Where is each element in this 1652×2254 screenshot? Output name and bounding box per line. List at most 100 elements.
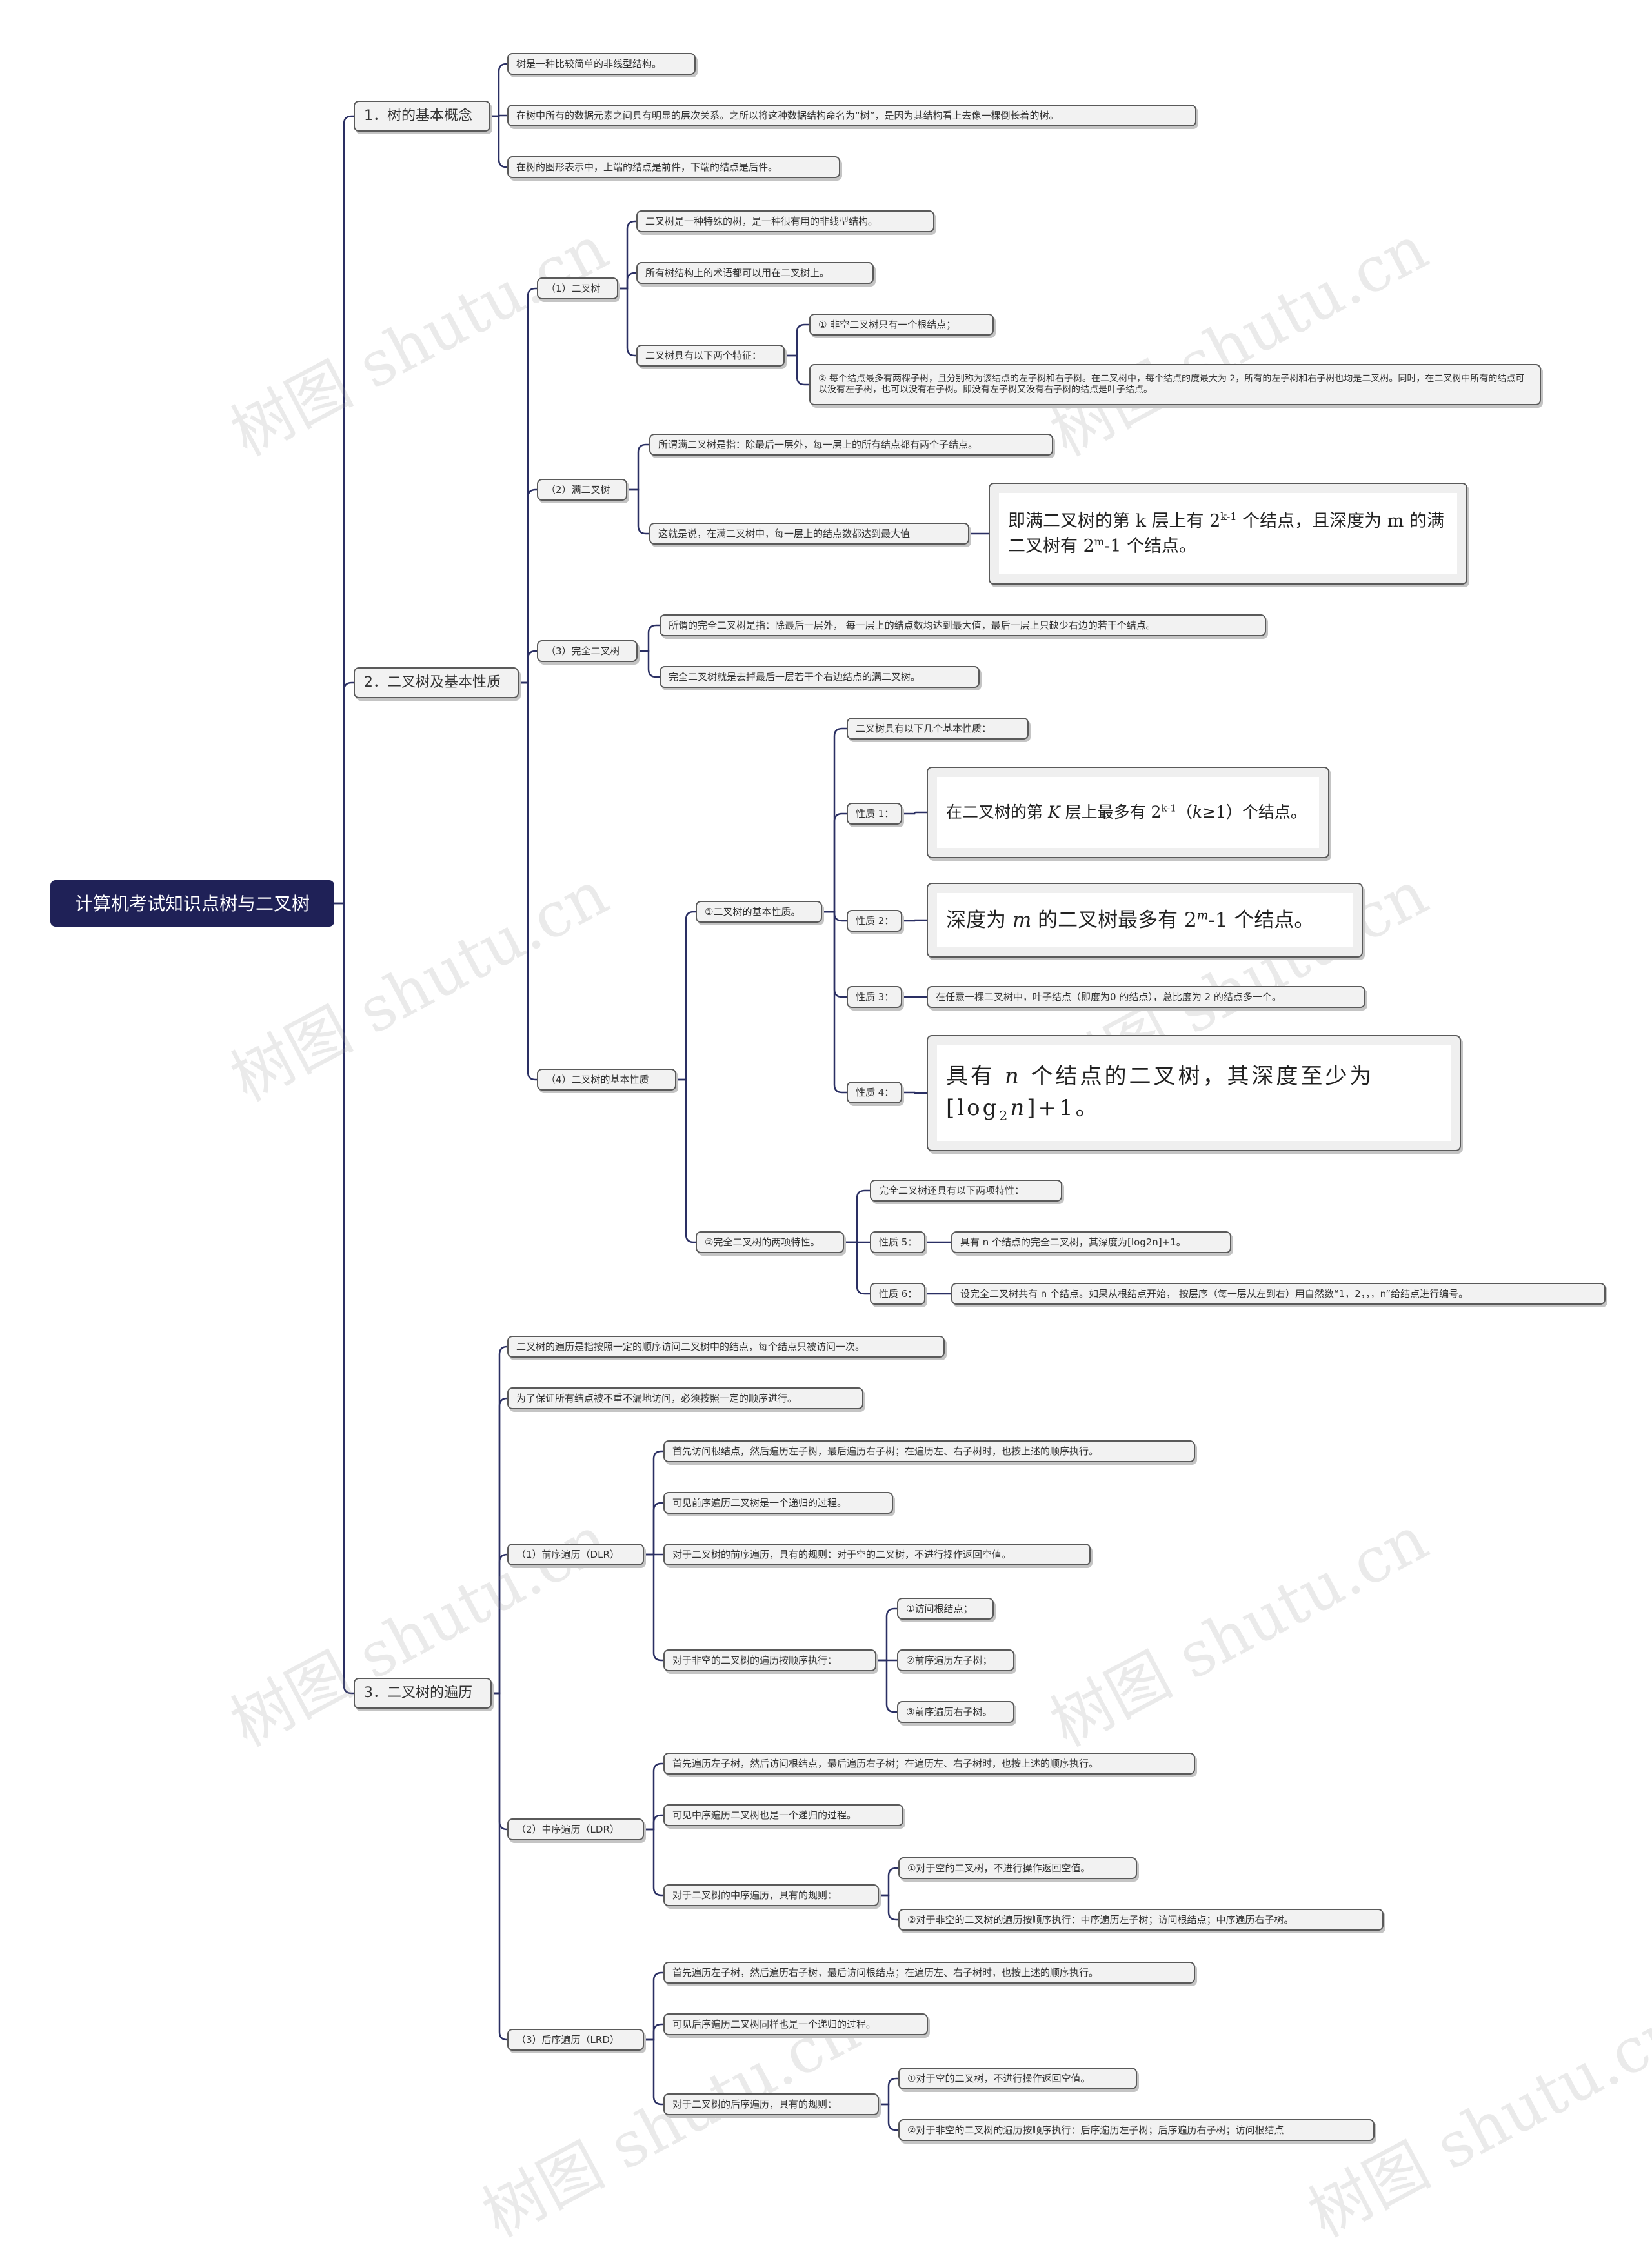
connector-line: [644, 2038, 663, 2106]
topic-node[interactable]: 完全二叉树还具有以下两项特性：: [870, 1180, 1062, 1202]
connector-line: [644, 1828, 663, 1897]
connector-line: [902, 1091, 927, 1094]
subtopic-preorder[interactable]: （1）前序遍历（DLR）: [507, 1544, 644, 1565]
connector-line: [492, 1397, 508, 1695]
connector-line: [879, 2103, 898, 2131]
topic-node[interactable]: 对于二叉树的后序遍历，具有的规则：: [663, 2093, 879, 2115]
connector-line: [490, 115, 507, 168]
formula-exponent: m: [1196, 909, 1209, 923]
connector-line: [785, 323, 809, 357]
connector-line: [519, 287, 537, 684]
formula-text: -1 个结点。: [1208, 908, 1315, 932]
subtopic-postorder[interactable]: （3）后序遍历（LRD）: [507, 2029, 644, 2051]
topic-node[interactable]: ③前序遍历右子树。: [897, 1701, 1014, 1723]
topic-node[interactable]: ②对于非空的二叉树的遍历按顺序执行：后序遍历左子树；后序遍历右子树；访问根结点: [898, 2119, 1375, 2141]
topic-node[interactable]: 具有 n 个结点的完全二叉树，其深度为[log2n]+1。: [951, 1231, 1231, 1253]
property-label[interactable]: 性质 5：: [870, 1231, 925, 1253]
math-formula-node[interactable]: 具有 n 个结点的二叉树，其深度至少为 [log2n]+1。: [927, 1035, 1461, 1151]
topic-node[interactable]: 二叉树具有以下几个基本性质：: [847, 718, 1029, 740]
connector-line: [490, 63, 507, 117]
connector-line: [492, 1553, 508, 1695]
property-group-complete[interactable]: ②完全二叉树的两项特性。: [696, 1231, 844, 1253]
branch-tree-basics[interactable]: 1．树的基本概念: [354, 101, 490, 132]
property-label[interactable]: 性质 2：: [847, 910, 902, 932]
math-formula-node[interactable]: 在二叉树的第 K 层上最多有 2k-1（k≥1）个结点。: [927, 767, 1329, 858]
connector-line: [618, 220, 636, 290]
connector-line: [676, 1078, 696, 1243]
property-label[interactable]: 性质 1：: [847, 803, 902, 825]
topic-node[interactable]: 为了保证所有结点被不重不漏地访问，必须按照一定的顺序进行。: [507, 1387, 863, 1409]
topic-node[interactable]: ① 非空二叉树只有一个根结点；: [809, 314, 994, 336]
connector-line: [822, 812, 847, 913]
topic-node[interactable]: 可见后序遍历二叉树同样也是一个递归的过程。: [663, 2013, 928, 2035]
connector-line: [902, 919, 927, 922]
topic-node[interactable]: 在树中所有的数据元素之间具有明显的层次关系。之所以将这种数据结构命名为“树”，是…: [507, 105, 1196, 126]
formula-variable: K: [1047, 802, 1060, 821]
connector-line: [822, 727, 847, 913]
formula-variable: k: [1192, 802, 1203, 821]
topic-node[interactable]: 设完全二叉树共有 n 个结点。如果从根结点开始， 按层序（每一层从左到右）用自然…: [951, 1283, 1606, 1305]
property-label[interactable]: 性质 6：: [870, 1283, 925, 1305]
topic-node[interactable]: 二叉树具有以下两个特征：: [636, 345, 785, 367]
formula-text: ]+1。: [1027, 1094, 1100, 1121]
topic-node[interactable]: 可见中序遍历二叉树也是一个递归的过程。: [663, 1804, 903, 1826]
formula-text: 个结点的二叉树，其深度至少为 [log: [946, 1063, 1375, 1121]
connector-line: [644, 1814, 663, 1831]
connector-line: [876, 1659, 897, 1713]
formula-text: 个结点，且深度为 m 的满二叉树有 2: [1008, 510, 1444, 556]
topic-node[interactable]: 对于二叉树的前序遍历，具有的规则：对于空的二叉树，不进行操作返回空值。: [663, 1544, 1091, 1565]
connector-line: [644, 1762, 663, 1831]
formula-text: 深度为: [946, 908, 1012, 932]
connector-line: [844, 1241, 870, 1295]
subtopic-inorder[interactable]: （2）中序遍历（LDR）: [507, 1818, 644, 1840]
topic-node[interactable]: 首先遍历左子树，然后遍历右子树，最后访问根结点；在遍历左、右子树时，也按上述的顺…: [663, 1962, 1195, 1984]
topic-node[interactable]: ①对于空的二叉树，不进行操作返回空值。: [898, 2068, 1137, 2089]
topic-node[interactable]: 二叉树是一种特殊的树，是一种很有用的非线型结构。: [636, 210, 934, 232]
topic-node[interactable]: 可见前序遍历二叉树是一个递归的过程。: [663, 1492, 893, 1514]
subtopic-full-binary-tree[interactable]: （2）满二叉树: [537, 479, 627, 501]
topic-node[interactable]: 首先遍历左子树，然后访问根结点，最后遍历右子树；在遍历左、右子树时，也按上述的顺…: [663, 1753, 1195, 1775]
subtopic-complete-binary-tree[interactable]: （3）完全二叉树: [537, 640, 638, 662]
branch-traversal[interactable]: 3．二叉树的遍历: [354, 1678, 492, 1709]
topic-node[interactable]: 树是一种比较简单的非线型结构。: [507, 53, 696, 75]
topic-node[interactable]: 二叉树的遍历是指按照一定的顺序访问二叉树中的结点，每个结点只被访问一次。: [507, 1336, 945, 1358]
connector-line: [644, 1450, 663, 1556]
math-formula-node[interactable]: 即满二叉树的第 k 层上有 2k-1 个结点，且深度为 m 的满二叉树有 2m-…: [989, 483, 1467, 585]
property-label[interactable]: 性质 3：: [847, 986, 902, 1008]
topic-node[interactable]: ② 每个结点最多有两棵子树，且分别称为该结点的左子树和右子树。在二叉树中，每个结…: [809, 364, 1541, 405]
formula-exponent: m: [1094, 536, 1105, 548]
math-formula: 即满二叉树的第 k 层上有 2k-1 个结点，且深度为 m 的满二叉树有 2m-…: [999, 493, 1457, 574]
formula-variable: m: [1012, 908, 1032, 932]
math-formula-node[interactable]: 深度为 m 的二叉树最多有 2m-1 个结点。: [927, 883, 1363, 958]
topic-node[interactable]: 在任意一棵二叉树中，叶子结点（即度为0 的结点），总比度为 2 的结点多一个。: [927, 986, 1365, 1008]
math-formula: 深度为 m 的二叉树最多有 2m-1 个结点。: [937, 893, 1353, 947]
topic-node[interactable]: ②对于非空的二叉树的遍历按顺序执行：中序遍历左子树；访问根结点；中序遍历右子树。: [898, 1909, 1384, 1931]
topic-node[interactable]: 这就是说，在满二叉树中，每一层上的结点数都达到最大值: [649, 523, 969, 545]
connector-line: [876, 1607, 897, 1662]
topic-node[interactable]: 所谓满二叉树是指：除最后一层外，每一层上的所有结点都有两个子结点。: [649, 434, 1053, 456]
connector-line: [844, 1189, 870, 1243]
connector-line: [519, 681, 537, 1081]
connector-line: [902, 811, 927, 815]
topic-node[interactable]: 在树的图形表示中，上端的结点是前件，下端的结点是后件。: [507, 156, 840, 178]
subtopic-binary-tree-properties[interactable]: （4）二叉树的基本性质: [537, 1069, 676, 1091]
root-topic[interactable]: 计算机考试知识点树与二叉树: [50, 880, 334, 927]
topic-node[interactable]: 所有树结构上的术语都可以用在二叉树上。: [636, 262, 874, 284]
topic-node[interactable]: 对于非空的二叉树的遍历按顺序执行：: [663, 1649, 876, 1671]
property-label[interactable]: 性质 4：: [847, 1082, 902, 1103]
topic-node[interactable]: 所谓的完全二叉树是指：除最后一层外， 每一层上的结点数均达到最大值，最后一层上只…: [660, 614, 1266, 636]
connector-line: [879, 1867, 898, 1897]
connector-line: [618, 272, 636, 290]
branch-binary-tree[interactable]: 2．二叉树及基本性质: [354, 667, 519, 698]
topic-node[interactable]: 首先访问根结点，然后遍历左子树，最后遍历右子树；在遍历左、右子树时，也按上述的顺…: [663, 1440, 1195, 1462]
topic-node[interactable]: ①访问根结点；: [897, 1598, 994, 1620]
connector-line: [644, 1502, 663, 1556]
connector-line: [644, 1553, 663, 1662]
topic-node[interactable]: 对于二叉树的中序遍历，具有的规则：: [663, 1884, 879, 1906]
topic-node[interactable]: ②前序遍历左子树；: [897, 1649, 1014, 1671]
subtopic-binary-tree[interactable]: （1）二叉树: [537, 277, 618, 299]
topic-node[interactable]: ①对于空的二叉树，不进行操作返回空值。: [898, 1857, 1137, 1879]
math-formula: 具有 n 个结点的二叉树，其深度至少为 [log2n]+1。: [937, 1045, 1451, 1141]
property-group-basic[interactable]: ①二叉树的基本性质。: [696, 901, 822, 923]
topic-node[interactable]: 完全二叉树就是去掉最后一层若干个右边结点的满二叉树。: [660, 666, 980, 688]
